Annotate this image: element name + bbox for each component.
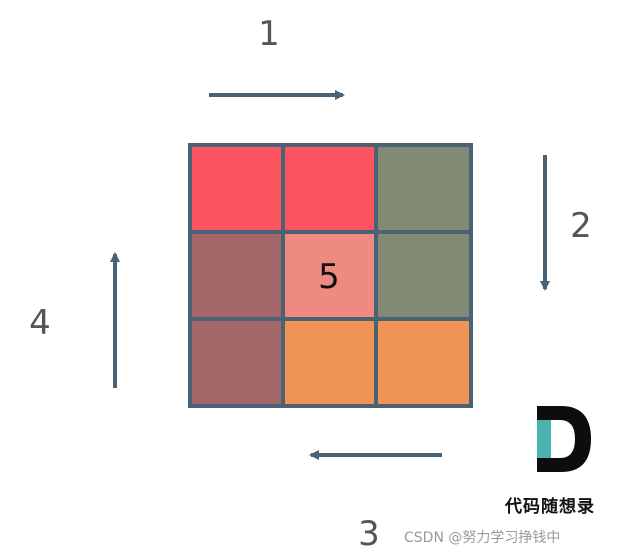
- arrow-2-label: 2: [570, 206, 592, 246]
- arrow-3-label: 3: [358, 514, 380, 553]
- watermark-text: CSDN @努力学习挣钱中: [404, 530, 561, 546]
- logo-text: 代码随想录: [505, 497, 595, 517]
- arrow-2: 2: [540, 155, 592, 291]
- stylized-d-logo-icon: [537, 406, 591, 472]
- grid-cell-2: [281, 143, 378, 234]
- grid-cell-9: [374, 317, 473, 408]
- grid-cell-4: [188, 230, 285, 321]
- arrow-3: 3: [309, 450, 442, 554]
- grid-cell-3: [374, 143, 473, 234]
- arrow-1-label: 1: [258, 14, 280, 54]
- center-cell-label: 5: [318, 257, 340, 297]
- grid-cell-8: [281, 317, 378, 408]
- grid: 5: [188, 143, 473, 408]
- grid-cell-6: [374, 230, 473, 321]
- grid-cell-1: [188, 143, 285, 234]
- grid-cell-7: [188, 317, 285, 408]
- arrow-4-label: 4: [29, 303, 51, 343]
- arrow-1: 1: [209, 14, 345, 100]
- arrow-4: 4: [29, 252, 120, 388]
